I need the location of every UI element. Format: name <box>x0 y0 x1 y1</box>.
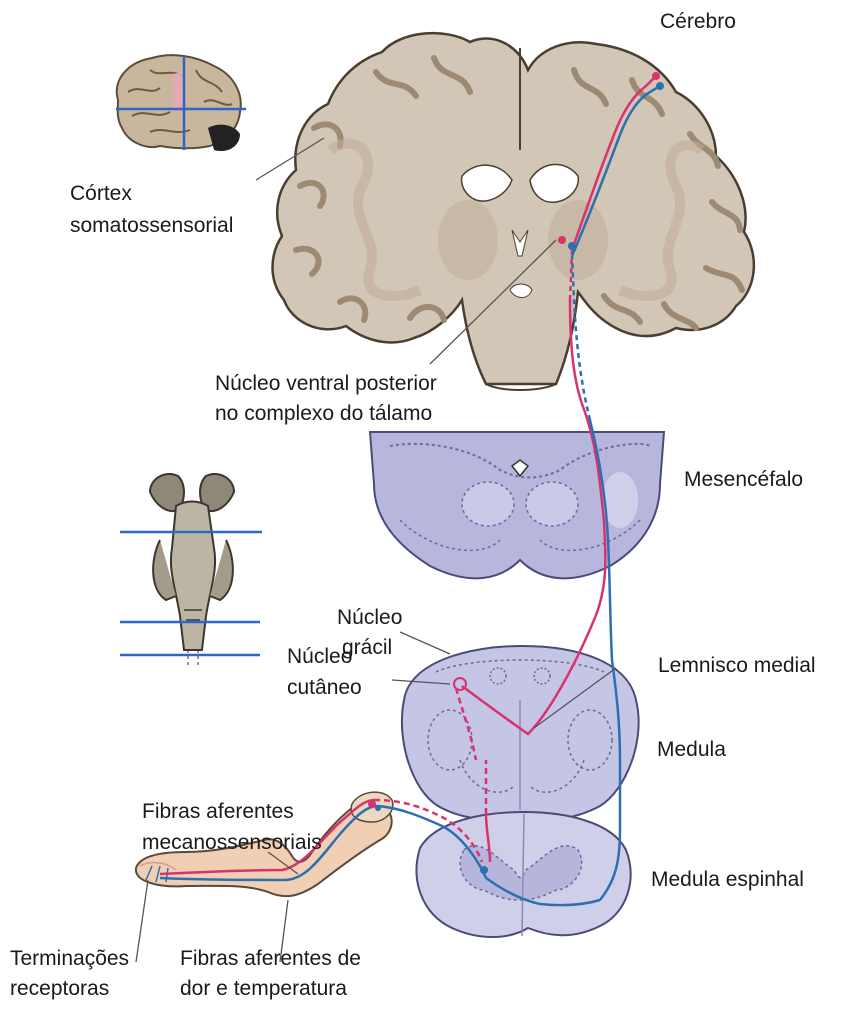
brainstem-thumbnail <box>120 474 262 666</box>
leader-terminacoes <box>136 880 148 962</box>
label-fibras-dor-line2: dor e temperatura <box>180 975 347 1002</box>
label-fibras-dor-line1: Fibras aferentes de <box>180 945 361 972</box>
label-fibras-mecano-line1: Fibras aferentes <box>142 798 294 825</box>
leader-nucleo-gracil <box>400 632 450 654</box>
label-medula: Medula <box>657 736 726 763</box>
label-nucleo-cutaneo-line2: cutâneo <box>287 674 362 701</box>
label-nucleo-gracil-line1: Núcleo <box>337 604 402 631</box>
label-terminacoes-line1: Terminações <box>10 945 129 972</box>
label-mesencefalo: Mesencéfalo <box>684 466 803 493</box>
label-cortex-line2: somatossensorial <box>70 212 233 239</box>
brain-lateral-thumbnail <box>116 55 246 151</box>
label-medula-espinhal: Medula espinhal <box>651 866 804 893</box>
label-terminacoes-line2: receptoras <box>10 975 109 1002</box>
label-nucleo-cutaneo-line1: Núcleo <box>287 643 352 670</box>
label-lemnisco-medial: Lemnisco medial <box>658 652 816 679</box>
medulla-section <box>402 646 639 819</box>
label-cerebro: Cérebro <box>660 8 736 35</box>
brain-coronal-section <box>273 33 754 390</box>
label-nucleo-ventral-line2: no complexo do tálamo <box>215 400 432 427</box>
label-nucleo-ventral-line1: Núcleo ventral posterior <box>215 370 437 397</box>
label-cortex-line1: Córtex <box>70 180 132 207</box>
midbrain-section <box>370 432 664 578</box>
label-fibras-mecano-line2: mecanossensoriais <box>142 829 322 856</box>
